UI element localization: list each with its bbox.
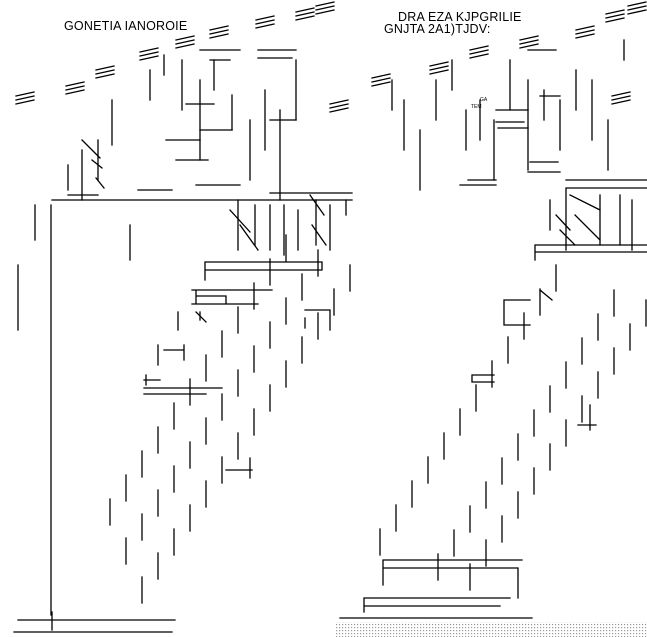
roof-hatch-stroke xyxy=(627,1,647,7)
roof-hatch-stroke xyxy=(209,25,229,31)
roof-hatch-stroke xyxy=(139,47,159,53)
right-title-line2: GNJTA 2A1)TJDV: xyxy=(384,22,491,36)
roof-hatch-stroke xyxy=(139,51,159,57)
roof-hatch-stroke xyxy=(15,95,35,101)
roof-hatch-stroke xyxy=(575,29,595,35)
roof-hatch-stroke xyxy=(429,65,449,71)
roof-hatch-stroke xyxy=(315,1,335,7)
roof-hatch-stroke xyxy=(469,49,489,55)
roof-hatch-stroke xyxy=(95,73,115,79)
roof-hatch-stroke xyxy=(65,81,85,87)
roof-hatch-stroke xyxy=(575,33,595,39)
roof-hatch-stroke xyxy=(139,55,159,61)
roof-hatch-stroke xyxy=(255,23,275,29)
tag-line1: GA xyxy=(480,97,488,103)
roof-hatch-stroke xyxy=(519,43,539,49)
right-facade-ticks xyxy=(379,264,647,591)
roof-hatch-stroke xyxy=(209,29,229,35)
roof-hatch-stroke xyxy=(627,9,647,15)
roof-hatch-stroke xyxy=(371,77,391,83)
roof-hatch-stroke xyxy=(605,17,625,23)
left-title: GONETIA IANOROIE xyxy=(64,19,187,33)
roof-hatching xyxy=(15,1,647,113)
roof-hatch-stroke xyxy=(611,99,631,105)
roof-hatch-stroke xyxy=(295,15,315,21)
tag-line2: TEM xyxy=(471,104,482,110)
roof-hatch-stroke xyxy=(295,7,315,13)
roof-hatch-stroke xyxy=(611,95,631,101)
roof-hatch-stroke xyxy=(519,35,539,41)
roof-hatch-stroke xyxy=(371,81,391,87)
roof-hatch-stroke xyxy=(605,9,625,15)
roof-hatch-stroke xyxy=(429,61,449,67)
left-building xyxy=(13,49,353,633)
roof-hatch-stroke xyxy=(95,65,115,71)
roof-hatch-stroke xyxy=(605,13,625,19)
roof-hatch-stroke xyxy=(175,43,195,49)
right-building xyxy=(339,39,647,619)
roof-hatch-stroke xyxy=(469,53,489,59)
roof-hatch-stroke xyxy=(175,35,195,41)
roof-hatch-stroke xyxy=(315,5,335,11)
left-facade-ticks xyxy=(109,234,351,604)
roof-hatch-stroke xyxy=(255,15,275,21)
roof-hatch-stroke xyxy=(315,9,335,15)
roof-hatch-stroke xyxy=(429,69,449,75)
roof-hatch-stroke xyxy=(65,85,85,91)
roof-hatch-stroke xyxy=(295,11,315,17)
roof-hatch-stroke xyxy=(255,19,275,25)
roof-hatch-stroke xyxy=(15,91,35,97)
ground-fill xyxy=(336,622,647,637)
right-title-line1: DRA EZA KJPGRILIE xyxy=(398,10,522,24)
roof-hatch-stroke xyxy=(575,25,595,31)
roof-hatch-stroke xyxy=(627,5,647,11)
roof-hatch-stroke xyxy=(469,45,489,51)
roof-hatch-stroke xyxy=(329,99,349,105)
roof-hatch-stroke xyxy=(611,91,631,97)
roof-hatch-stroke xyxy=(15,99,35,105)
roof-hatch-stroke xyxy=(329,107,349,113)
roof-hatch-stroke xyxy=(209,33,229,39)
roof-hatch-stroke xyxy=(175,39,195,45)
roof-hatch-stroke xyxy=(65,89,85,95)
roof-hatch-stroke xyxy=(95,69,115,75)
roof-hatch-stroke xyxy=(371,73,391,79)
roof-hatch-stroke xyxy=(519,39,539,45)
roof-hatch-stroke xyxy=(329,103,349,109)
